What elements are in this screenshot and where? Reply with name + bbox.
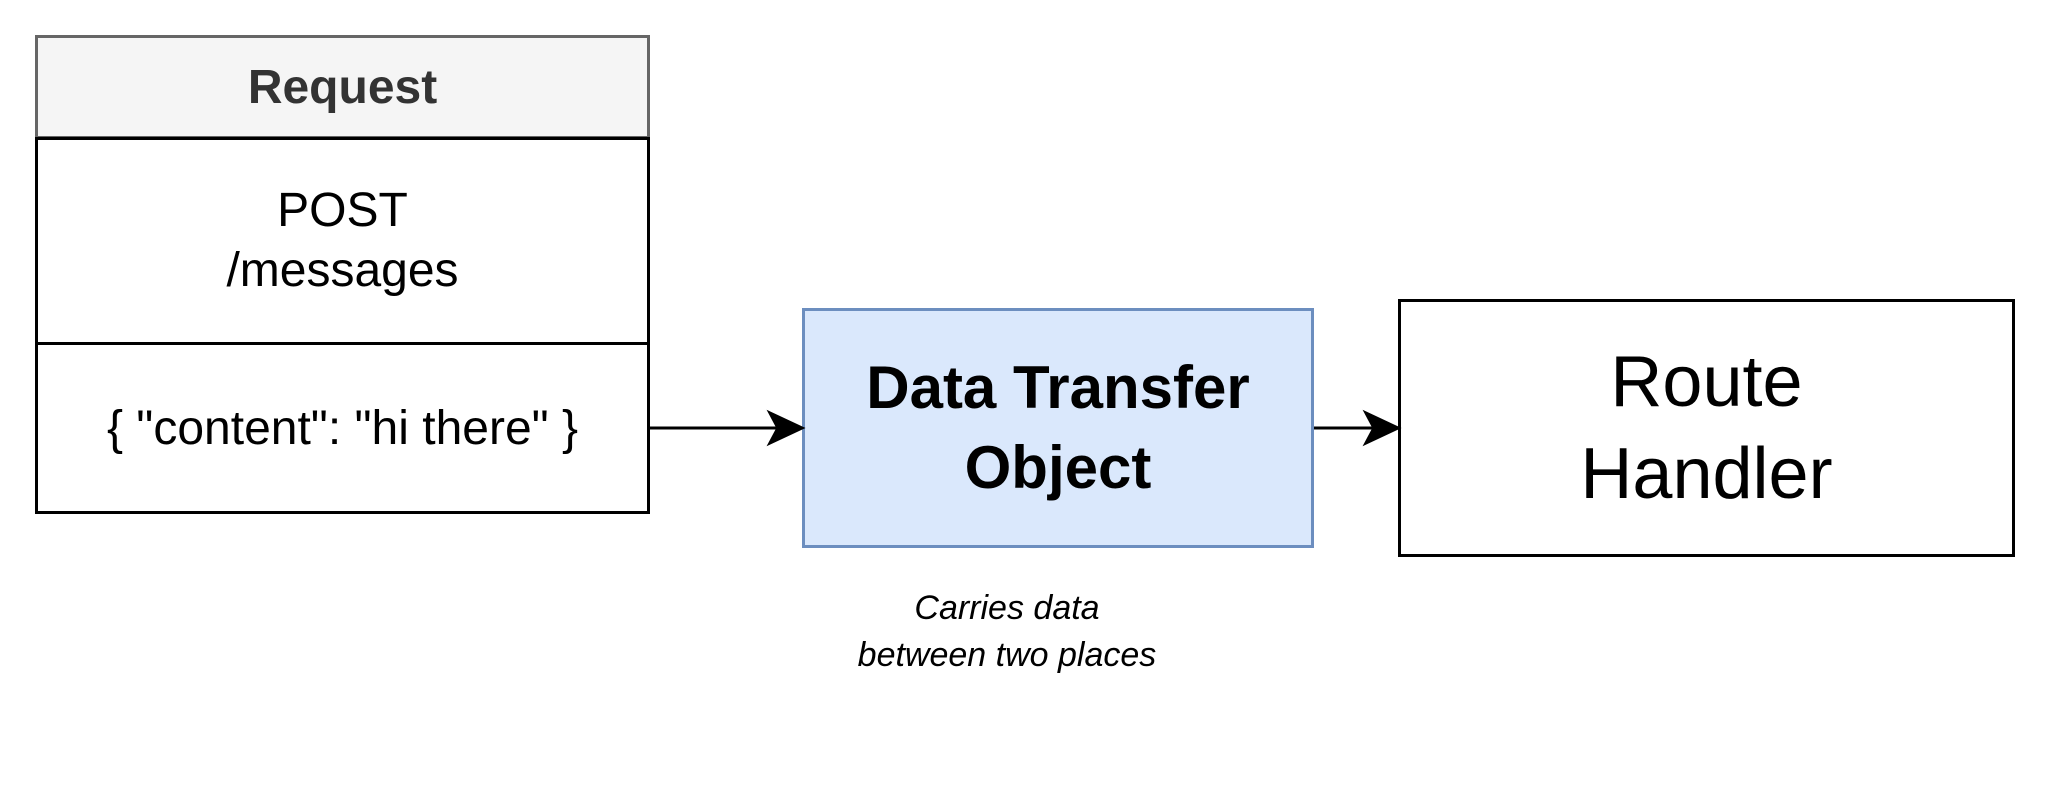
request-header: Request xyxy=(35,35,650,139)
dto-box: Data Transfer Object xyxy=(802,308,1314,548)
dto-caption: Carries data between two places xyxy=(802,585,1212,679)
request-body-cell: { "content": "hi there" } xyxy=(35,342,650,514)
dto-label-line-2: Object xyxy=(964,434,1152,501)
dto-caption-line-2: between two places xyxy=(857,636,1157,674)
arrow-request-to-dto xyxy=(650,409,806,447)
route-handler-label-line-1: Route xyxy=(1610,342,1803,422)
arrow-dto-to-route-handler xyxy=(1314,409,1402,447)
request-header-label: Request xyxy=(247,60,438,114)
route-handler-label-line-2: Handler xyxy=(1580,434,1833,514)
dto-label-line-1: Data Transfer xyxy=(866,354,1250,421)
request-path: /messages xyxy=(226,244,459,297)
request-body: { "content": "hi there" } xyxy=(106,401,579,455)
request-method: POST xyxy=(277,184,408,237)
route-handler-box: Route Handler xyxy=(1398,299,2015,557)
dto-caption-line-1: Carries data xyxy=(914,589,1100,627)
